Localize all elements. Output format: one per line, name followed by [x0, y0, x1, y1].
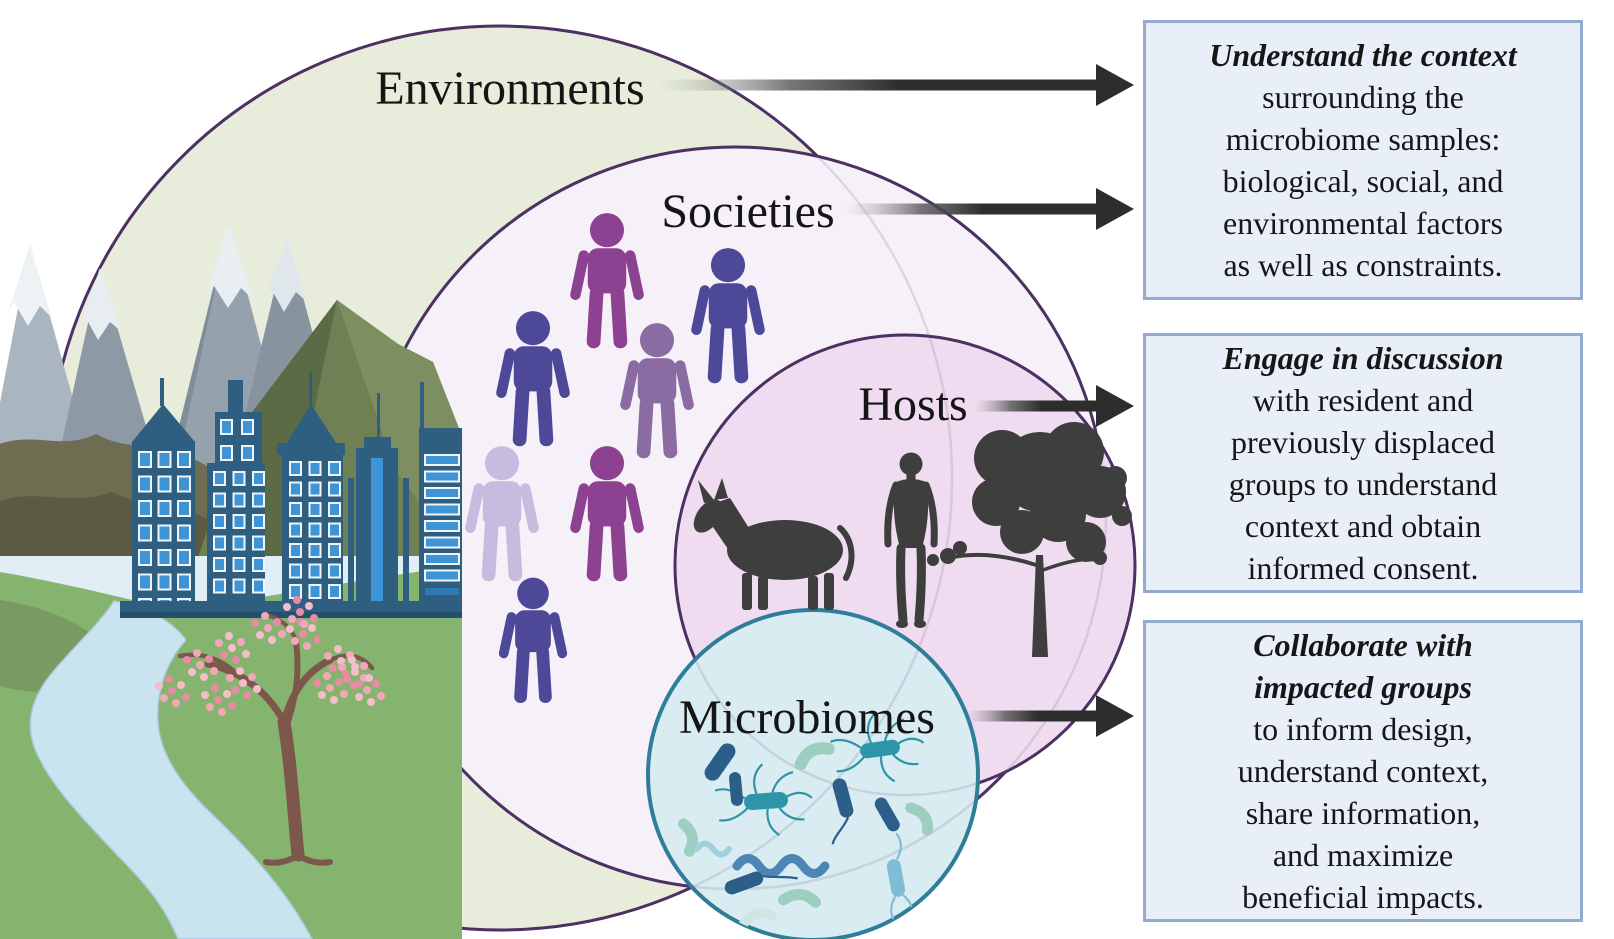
- hosts-label: Hosts: [858, 378, 967, 431]
- human-silhouette-icon: [884, 452, 938, 628]
- callout-lead: Understand the context: [1209, 37, 1517, 73]
- cherry-blossoms: [155, 596, 385, 716]
- host-silhouettes: [693, 422, 1132, 657]
- callout-body: surrounding the microbiome samples: biol…: [1222, 79, 1504, 283]
- cherry-tree-icon: [155, 596, 385, 866]
- bacteria-icon: [678, 712, 934, 928]
- arrow-environments: [658, 64, 1134, 106]
- donkey-icon: [693, 478, 855, 610]
- societies-label: Societies: [661, 185, 834, 238]
- arrow-microbiomes: [966, 695, 1134, 737]
- city-buildings-icon: [120, 372, 462, 618]
- callout-body: with resident and previously displaced g…: [1228, 382, 1498, 586]
- environments-label: Environments: [375, 62, 644, 115]
- river: [29, 600, 313, 939]
- arrow-societies: [846, 188, 1134, 230]
- callout-engage-discussion: Engage in discussion with resident and p…: [1143, 333, 1583, 593]
- callout-collaborate: Collaborate with impacted groups to info…: [1143, 620, 1583, 922]
- arrow-hosts: [974, 385, 1134, 427]
- tree-silhouette-icon: [927, 422, 1132, 657]
- microbiomes-label: Microbiomes: [679, 691, 935, 744]
- landscape-illustration: [0, 224, 462, 939]
- callout-lead: Engage in discussion: [1222, 340, 1504, 376]
- callout-lead: Collaborate with impacted groups: [1253, 627, 1473, 705]
- callout-body: to inform design, understand context, sh…: [1237, 711, 1489, 915]
- callout-understand-context: Understand the context surrounding the m…: [1143, 20, 1583, 300]
